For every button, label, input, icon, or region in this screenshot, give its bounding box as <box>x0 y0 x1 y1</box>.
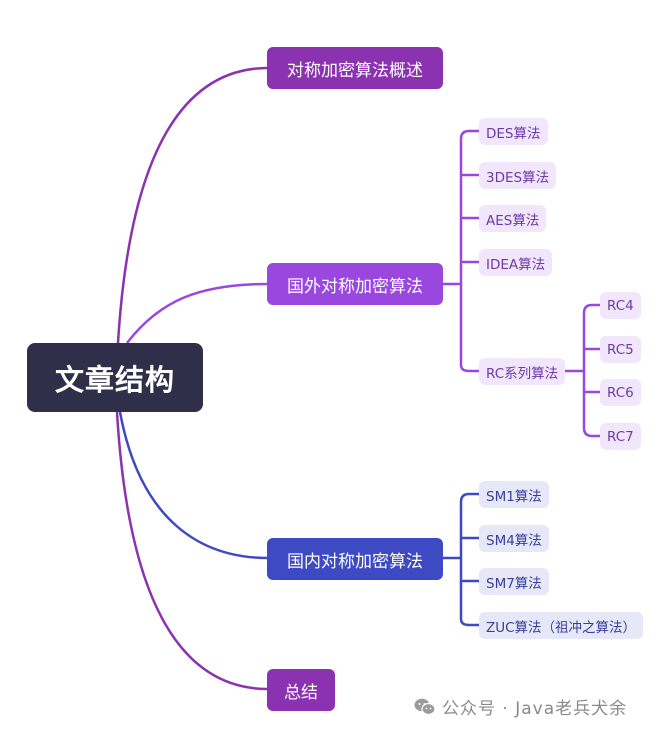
leaf-node-sm1[interactable]: SM1算法 <box>479 481 549 508</box>
connector-domestic-children <box>443 492 480 627</box>
connector-root-to-domestic <box>118 411 269 560</box>
branch-node-foreign[interactable]: 国外对称加密算法 <box>267 263 443 305</box>
watermark-text: 公众号 · Java老兵犬余 <box>442 699 628 719</box>
leaf-node-rc7[interactable]: RC7 <box>600 423 641 450</box>
connector-foreign-children <box>443 129 600 438</box>
branch-node-summary[interactable]: 总结 <box>267 669 335 711</box>
leaf-node-des[interactable]: DES算法 <box>479 118 548 145</box>
leaf-node-aes[interactable]: AES算法 <box>479 205 547 232</box>
connector-root-to-foreign <box>126 282 269 344</box>
leaf-node-zuc[interactable]: ZUC算法（祖冲之算法） <box>479 612 644 639</box>
root-node[interactable]: 文章结构 <box>27 343 203 412</box>
connector-root-to-overview <box>116 66 269 344</box>
branch-node-overview[interactable]: 对称加密算法概述 <box>267 47 443 89</box>
leaf-node-idea[interactable]: IDEA算法 <box>479 249 553 276</box>
leaf-node-rc6[interactable]: RC6 <box>600 379 641 406</box>
leaf-node-rc4[interactable]: RC4 <box>600 292 641 319</box>
leaf-node-rc5[interactable]: RC5 <box>600 336 641 363</box>
leaf-node-sm4[interactable]: SM4算法 <box>479 525 549 552</box>
watermark: 公众号 · Java老兵犬余 <box>414 694 627 719</box>
branch-node-domestic[interactable]: 国内对称加密算法 <box>267 538 443 580</box>
leaf-node-3des[interactable]: 3DES算法 <box>479 162 557 189</box>
leaf-node-rc-series[interactable]: RC系列算法 <box>479 358 566 385</box>
wechat-icon <box>414 698 436 716</box>
leaf-node-sm7[interactable]: SM7算法 <box>479 568 549 595</box>
connector-root-to-summary <box>115 411 269 691</box>
